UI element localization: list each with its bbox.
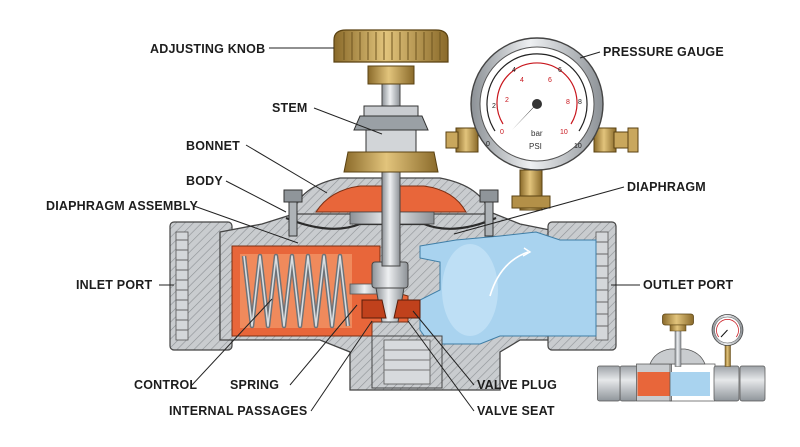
label-bonnet: BONNET (186, 139, 240, 153)
label-body: BODY (186, 174, 223, 188)
label-spring: SPRING (230, 378, 279, 392)
gauge-outer-0: 0 (486, 141, 490, 148)
inlet-threads (175, 231, 189, 341)
gauge-inner-0: 0 (500, 129, 504, 136)
outlet-threads (595, 231, 609, 341)
gauge-outer-8: 8 (578, 99, 582, 106)
gauge-outer-6: 6 (558, 67, 562, 74)
valve-seat (361, 299, 387, 319)
gauge-inner-6: 6 (548, 77, 552, 84)
gauge-outer-4: 4 (512, 67, 516, 74)
label-adjusting-knob: ADJUSTING KNOB (150, 42, 265, 56)
label-control: CONTROL (134, 378, 197, 392)
label-pressure-gauge: PRESSURE GAUGE (603, 45, 724, 59)
gauge-unit-bar: bar (531, 129, 543, 138)
label-internal-passages: INTERNAL PASSAGES (169, 404, 307, 418)
label-diaphragm: DIAPHRAGM (627, 180, 706, 194)
adjusting-knob (333, 29, 449, 85)
leader-lines (159, 47, 640, 412)
gauge-unit-psi: PSI (529, 142, 542, 151)
gauge-inner-4: 4 (520, 77, 524, 84)
label-valve-seat: VALVE SEAT (477, 404, 555, 418)
pressure-gauge: 0 2 4 6 8 10 0 2 4 6 8 10 bar PSI (470, 37, 604, 171)
thumbnail-valve (597, 313, 766, 402)
gauge-outer-10: 10 (574, 143, 582, 150)
gauge-outer-2: 2 (492, 103, 496, 110)
valve-body: 0 2 4 6 8 10 0 2 4 6 8 10 bar PSI (169, 29, 639, 391)
bonnet-bolts (283, 189, 499, 237)
label-stem: STEM (272, 101, 308, 115)
gauge-inner-2: 2 (505, 97, 509, 104)
gauge-inner-8: 8 (566, 99, 570, 106)
label-valve-plug: VALVE PLUG (477, 378, 557, 392)
label-diaphragm-assembly: DIAPHRAGM ASSEMBLY (46, 199, 198, 213)
spring (240, 253, 352, 329)
gauge-inner-10: 10 (560, 129, 568, 136)
label-inlet-port: INLET PORT (76, 278, 152, 292)
label-outlet-port: OUTLET PORT (643, 278, 734, 292)
